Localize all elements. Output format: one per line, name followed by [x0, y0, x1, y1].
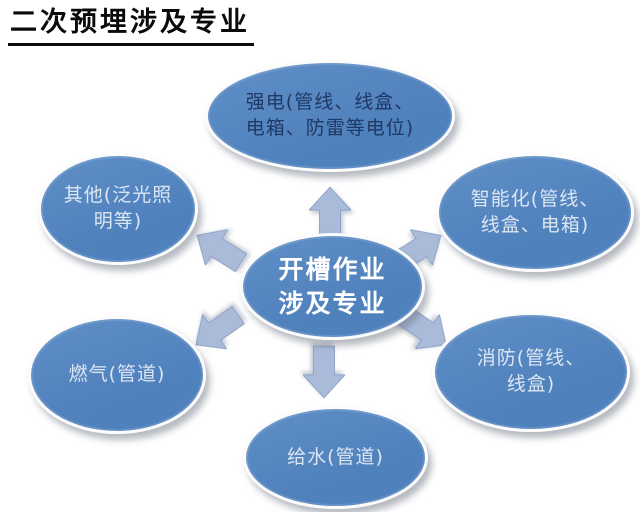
- node-qita-line1: 其他(泛光照: [63, 184, 173, 207]
- node-xiaofang: 消防(管线、 线盒): [432, 312, 630, 432]
- node-qita-line2: 明等): [93, 210, 143, 232]
- arrow-lower-left-icon: [183, 297, 251, 362]
- arrow-upper-left-icon: [185, 217, 253, 281]
- node-zhinenghua-line2: 线盒、电箱): [480, 213, 590, 236]
- node-zhinenghua: 智能化(管线、 线盒、电箱): [436, 153, 634, 272]
- node-zhinenghua-line1: 智能化(管线、: [470, 187, 600, 210]
- node-jishui: 给水(管道): [243, 406, 428, 509]
- node-center-line2: 涉及专业: [278, 288, 387, 318]
- node-ranqi-line1: 燃气(管道): [68, 363, 166, 386]
- node-qiangdian-line2: 电箱、防雷等电位): [245, 117, 415, 139]
- node-xiaofang-line2: 线盒): [506, 373, 556, 395]
- arrow-down-icon: [303, 345, 345, 399]
- arrow-up-icon: [309, 186, 351, 240]
- node-qita: 其他(泛光照 明等): [38, 153, 198, 265]
- node-center-line1: 开槽作业: [278, 254, 387, 284]
- node-jishui-line1: 给水(管道): [287, 445, 384, 468]
- node-qiangdian: 强电(管线、线盒、 电箱、防雷等电位): [205, 60, 455, 172]
- node-center: 开槽作业 涉及专业: [240, 233, 425, 340]
- node-ranqi: 燃气(管道): [28, 316, 206, 434]
- page-title: 二次预埋涉及专业: [8, 8, 254, 46]
- node-xiaofang-line1: 消防(管线、: [476, 347, 586, 370]
- node-qiangdian-line1: 强电(管线、线盒、: [245, 91, 415, 114]
